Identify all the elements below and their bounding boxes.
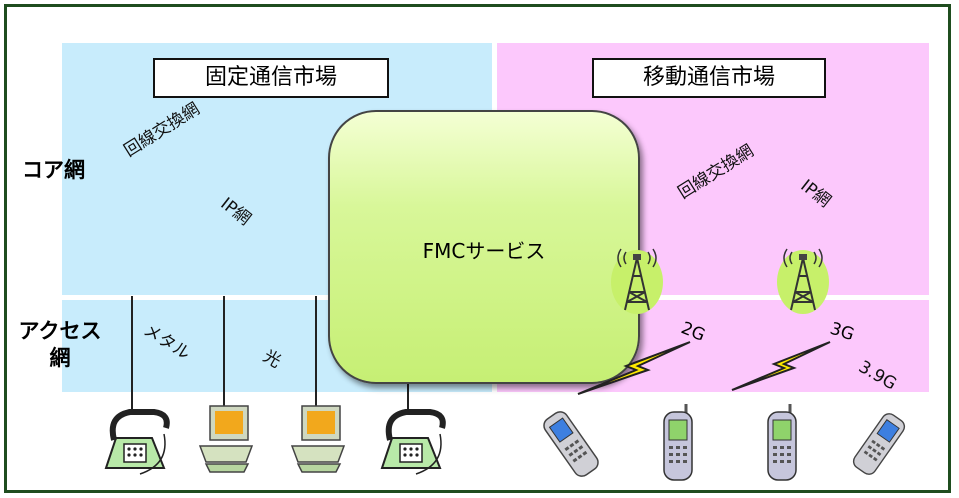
access-label-line1: アクセス [18, 319, 102, 343]
antenna-tower-icon [777, 248, 829, 314]
lightning-bolt-icon [577, 341, 691, 395]
telephone-icon [380, 409, 446, 475]
fmc-service-label: FMCサービス [422, 239, 546, 263]
fmc-service-box: FMCサービス [328, 110, 640, 384]
computer-icon [290, 405, 346, 473]
fixed-market-title: 固定通信市場 [153, 58, 389, 98]
core-network-label: コア網 [22, 158, 85, 182]
computer-icon [198, 405, 254, 473]
antenna-tower-icon [611, 248, 663, 314]
mobile-phone-icon [767, 404, 797, 481]
flip-phone-icon [852, 413, 906, 475]
flip-phone-icon [543, 411, 599, 477]
access-label-line2: 網 [49, 346, 71, 370]
lightning-bolt-icon [731, 341, 831, 391]
mobile-phone-icon [663, 404, 693, 481]
access-network-label: アクセス 網 [16, 318, 104, 372]
telephone-icon [104, 409, 170, 475]
mobile-market-title: 移動通信市場 [592, 58, 826, 98]
